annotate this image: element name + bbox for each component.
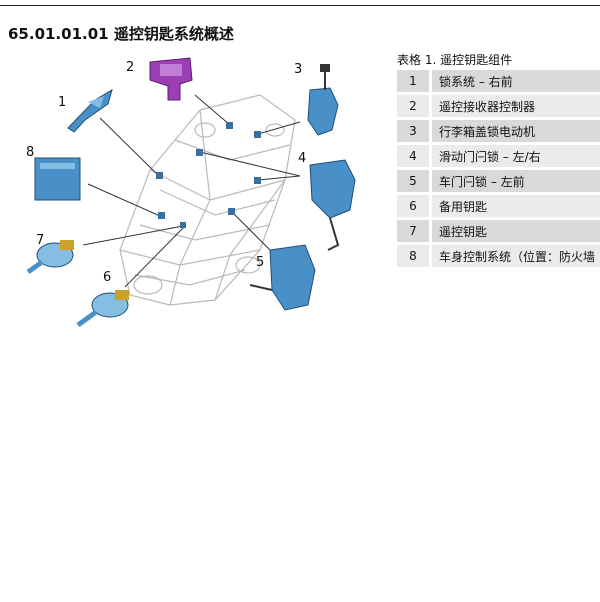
row-number: 5 xyxy=(397,170,432,192)
row-description: 滑动门闩锁 – 左/右 xyxy=(432,145,600,167)
row-description: 车门闩锁 – 左前 xyxy=(432,170,600,192)
table-caption: 表格 1. 遥控钥匙组件 xyxy=(397,53,513,67)
row-number: 4 xyxy=(397,145,432,167)
remote-key-system-diagram: 1 2 3 4 5 6 7 8 xyxy=(26,57,356,328)
table-row: 1 锁系统 – 右前 xyxy=(397,70,600,92)
top-rule xyxy=(0,5,600,6)
leader-lines xyxy=(82,94,301,288)
row-number: 2 xyxy=(397,95,432,117)
row-number: 3 xyxy=(397,120,432,142)
callout-7: 7 xyxy=(36,233,44,248)
row-description: 锁系统 – 右前 xyxy=(432,70,600,92)
section-heading: 65.01.01.01 遥控钥匙系统概述 xyxy=(8,25,234,43)
remote-receiver-component xyxy=(149,57,193,101)
backup-key-component xyxy=(76,290,129,328)
row-description: 备用钥匙 xyxy=(432,195,600,217)
table-row: 7 遥控钥匙 xyxy=(397,220,600,242)
components-table: 1 锁系统 – 右前 2 遥控接收器控制器 3 行李箱盖锁电动机 4 滑动门闩锁… xyxy=(397,67,600,270)
table-row: 2 遥控接收器控制器 xyxy=(397,95,600,117)
table-row: 6 备用钥匙 xyxy=(397,195,600,217)
table-row: 8 车身控制系统（位置：防火墙 xyxy=(397,245,600,267)
callout-1: 1 xyxy=(58,95,66,110)
boot-lock-motor-component xyxy=(307,64,339,136)
callout-8: 8 xyxy=(26,145,34,160)
row-description: 车身控制系统（位置：防火墙 xyxy=(432,245,600,267)
callout-2: 2 xyxy=(126,60,134,75)
sliding-door-latch-component xyxy=(309,159,356,251)
body-control-module-component xyxy=(34,157,81,201)
row-number: 7 xyxy=(397,220,432,242)
row-number: 1 xyxy=(397,70,432,92)
row-description: 遥控接收器控制器 xyxy=(432,95,600,117)
row-description: 行李箱盖锁电动机 xyxy=(432,120,600,142)
row-number: 6 xyxy=(397,195,432,217)
callout-6: 6 xyxy=(103,270,111,285)
row-description: 遥控钥匙 xyxy=(432,220,600,242)
car-wireframe xyxy=(119,94,296,306)
row-number: 8 xyxy=(397,245,432,267)
callout-5: 5 xyxy=(256,255,264,270)
callout-3: 3 xyxy=(294,62,302,77)
door-latch-component xyxy=(249,244,316,311)
table-row: 5 车门闩锁 – 左前 xyxy=(397,170,600,192)
locator-dots xyxy=(156,122,261,228)
table-row: 3 行李箱盖锁电动机 xyxy=(397,120,600,142)
remote-key-component xyxy=(26,240,74,275)
table-row: 4 滑动门闩锁 – 左/右 xyxy=(397,145,600,167)
callout-4: 4 xyxy=(298,151,306,166)
lock-system-component xyxy=(67,88,113,133)
